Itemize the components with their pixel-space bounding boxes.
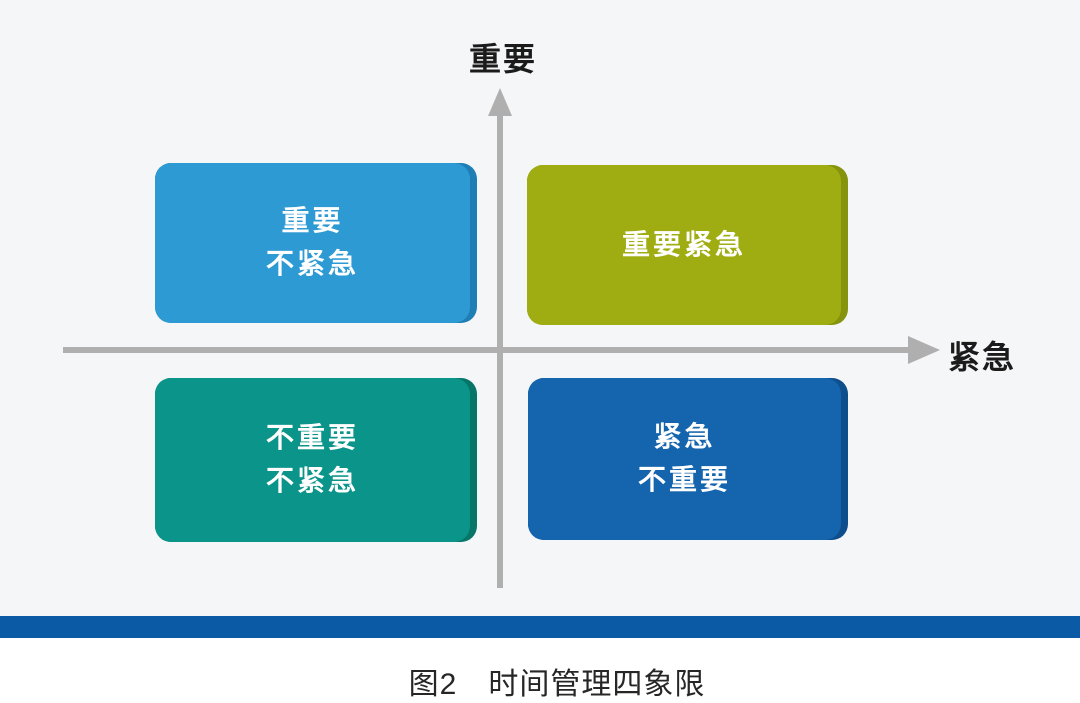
quadrant-card-face: 不重要 不紧急 <box>155 378 470 542</box>
quadrant-card-important-urgent: 重要紧急 <box>527 165 848 325</box>
quadrant-text-line: 不紧急 <box>265 248 359 279</box>
quadrant-text-line: 重要 <box>281 205 344 237</box>
quadrant-plot-area: 重要 紧急 重要 不紧急 重要紧急 不重要 不紧急 紧急 不重要 <box>63 41 1017 588</box>
quadrant-text-line: 不紧急 <box>265 465 359 496</box>
bottom-divider-bar <box>0 616 1080 638</box>
quadrant-card-face: 重要紧急 <box>527 165 841 325</box>
quadrant-card-urgent-not-important: 紧急 不重要 <box>528 378 848 540</box>
y-axis-label: 重要 <box>468 41 537 77</box>
quadrant-card-face: 紧急 不重要 <box>528 378 841 540</box>
quadrant-text-line: 不重要 <box>637 464 731 495</box>
quadrant-card-important-not-urgent: 重要 不紧急 <box>155 163 477 323</box>
quadrant-text-line: 紧急 <box>653 421 716 453</box>
x-axis-line <box>63 347 915 353</box>
x-axis-arrowhead-icon <box>908 336 940 364</box>
figure-caption: 图2 时间管理四象限 <box>408 668 706 701</box>
quadrant-text-line: 不重要 <box>265 422 359 454</box>
quadrant-text-line: 重要紧急 <box>621 228 746 260</box>
x-axis-label: 紧急 <box>948 339 1017 375</box>
quadrant-card-face: 重要 不紧急 <box>155 163 470 323</box>
y-axis-arrowhead-icon <box>488 88 512 116</box>
quadrant-card-not-important-not-urgent: 不重要 不紧急 <box>155 378 477 542</box>
